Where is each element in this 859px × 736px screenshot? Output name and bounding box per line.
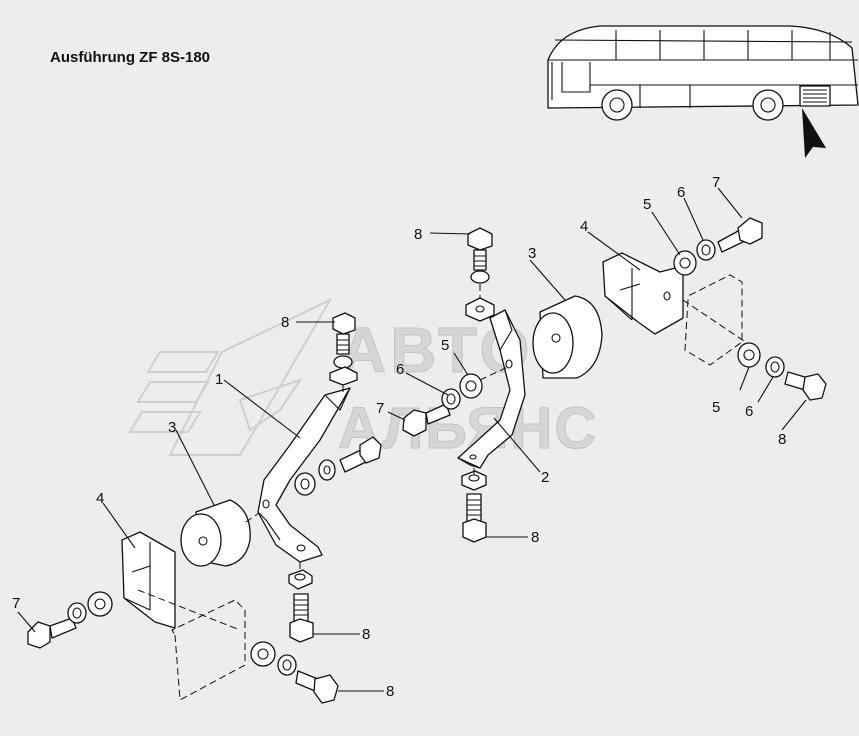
callout-label-5-lower: 5 bbox=[712, 399, 720, 416]
bolt-vertical-lower-right bbox=[462, 493, 487, 543]
washer-stack-left-lower bbox=[250, 641, 339, 704]
callout-label-7-middle: 7 bbox=[376, 400, 384, 417]
washer-stack-1-lower bbox=[288, 569, 313, 590]
callout-label-8-upper-left: 8 bbox=[281, 314, 289, 331]
callout-label-5-upper: 5 bbox=[643, 196, 651, 213]
callout-label-7-left: 7 bbox=[12, 595, 20, 612]
diagram-title: Ausführung ZF 8S-180 bbox=[50, 49, 211, 66]
watermark-logo-stripes bbox=[128, 297, 333, 456]
callout-label-6-upper: 6 bbox=[677, 184, 685, 201]
callout-label-1: 1 bbox=[215, 371, 223, 388]
callout-label-5-middle: 5 bbox=[441, 337, 449, 354]
callout-label-8-middle-lower: 8 bbox=[531, 529, 539, 546]
callout-label-8-right: 8 bbox=[778, 431, 786, 448]
callout-label-8-top: 8 bbox=[414, 226, 422, 243]
callout-label-8-lower-left: 8 bbox=[362, 626, 370, 643]
callout-label-8-bottom: 8 bbox=[386, 683, 394, 700]
bolt-left bbox=[27, 617, 77, 649]
leader-lines bbox=[17, 187, 807, 692]
callout-label-4-left: 4 bbox=[96, 490, 104, 507]
callout-label-4-right: 4 bbox=[580, 218, 588, 235]
washer-stack-1-right bbox=[294, 436, 382, 496]
spring-washer-left bbox=[67, 602, 87, 624]
callout-label-6-lower: 6 bbox=[745, 403, 753, 420]
left-assembly bbox=[27, 312, 382, 701]
callout-label-3-right: 3 bbox=[528, 245, 536, 262]
location-arrow-icon bbox=[802, 108, 826, 158]
bracket-4-left bbox=[121, 531, 176, 629]
bolt-vertical-upper-right bbox=[465, 227, 495, 322]
washer-stack-right-lower bbox=[737, 342, 827, 401]
right-assembly bbox=[402, 217, 827, 543]
callout-label-2: 2 bbox=[541, 469, 549, 486]
callout-label-6-middle: 6 bbox=[396, 361, 404, 378]
callout-label-7-upper: 7 bbox=[712, 174, 720, 191]
watermark: АВТО АЛЬЯНС bbox=[128, 297, 597, 462]
bolt-vertical-upper-left bbox=[329, 312, 358, 386]
rubber-mount-left bbox=[180, 499, 251, 567]
callout-label-3-left: 3 bbox=[168, 419, 176, 436]
bracket-4-right bbox=[602, 252, 684, 335]
bus-location-illustration bbox=[547, 25, 859, 158]
callout-labels: 1 2 3 3 4 4 5 5 5 6 6 6 7 7 7 8 8 8 8 8 … bbox=[12, 174, 786, 700]
bolt-vertical-lower-left bbox=[289, 593, 314, 643]
washer-left bbox=[87, 591, 113, 617]
washer-stack-right-upper bbox=[673, 217, 763, 276]
rubber-mount-right bbox=[532, 295, 603, 379]
bracket-2 bbox=[457, 309, 526, 469]
